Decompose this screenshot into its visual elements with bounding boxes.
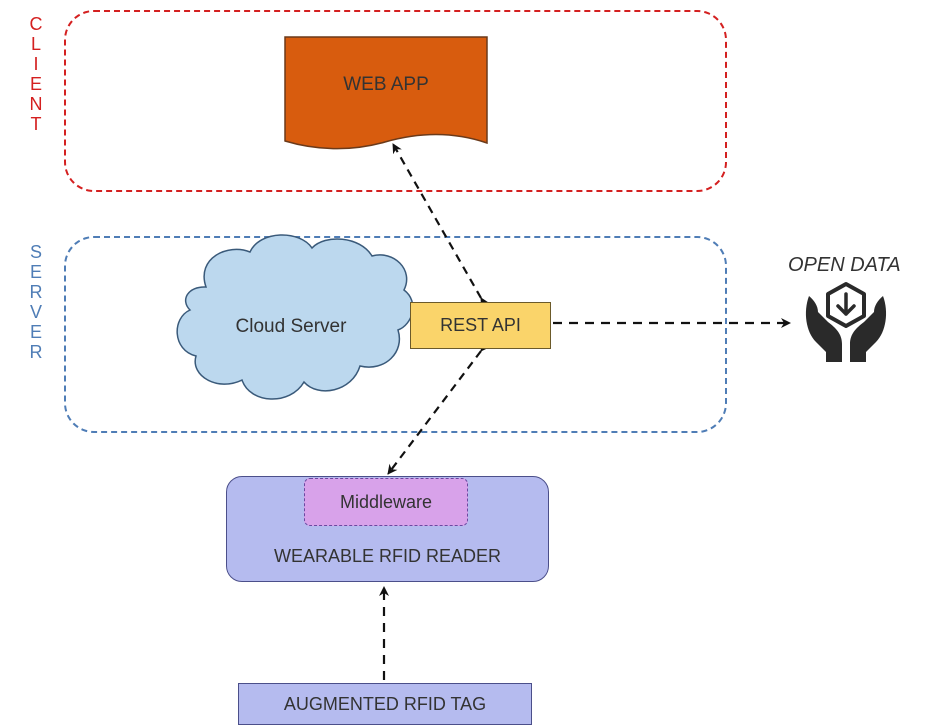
server-label-letter: E — [29, 322, 42, 342]
client-zone-label: C L I E N T — [24, 14, 48, 134]
augmented-rfid-tag-label: AUGMENTED RFID TAG — [283, 693, 487, 714]
server-label-letter: S — [29, 242, 42, 262]
open-data-label: OPEN DATA — [788, 254, 901, 276]
web-app-label: WEB APP — [343, 74, 429, 95]
restapi-middleware-connector — [387, 340, 491, 475]
middleware-label: Middleware — [339, 491, 433, 512]
client-label-letter: T — [30, 114, 42, 134]
client-label-letter: I — [33, 54, 39, 74]
client-label-letter: L — [30, 34, 41, 54]
rest-api-node: REST API — [410, 302, 551, 349]
server-label-letter: E — [29, 262, 42, 282]
augmented-rfid-tag-node: AUGMENTED RFID TAG — [238, 683, 532, 725]
middleware-node: Middleware — [304, 478, 468, 526]
client-label-letter: N — [29, 94, 43, 114]
client-label-letter: E — [29, 74, 42, 94]
rest-api-label: REST API — [440, 315, 521, 335]
client-label-letter: C — [29, 14, 43, 34]
server-zone-label: S E R V E R — [24, 242, 48, 362]
web-app-node — [284, 36, 488, 150]
wearable-rfid-reader-label: WEARABLE RFID READER — [273, 546, 502, 566]
hands-holding-box-icon — [805, 282, 887, 362]
server-label-letter: V — [29, 302, 42, 322]
server-label-letter: R — [29, 342, 43, 362]
server-label-letter: R — [29, 282, 43, 302]
webapp-restapi-connector — [392, 143, 490, 309]
cloud-server-label: Cloud Server — [235, 316, 347, 337]
